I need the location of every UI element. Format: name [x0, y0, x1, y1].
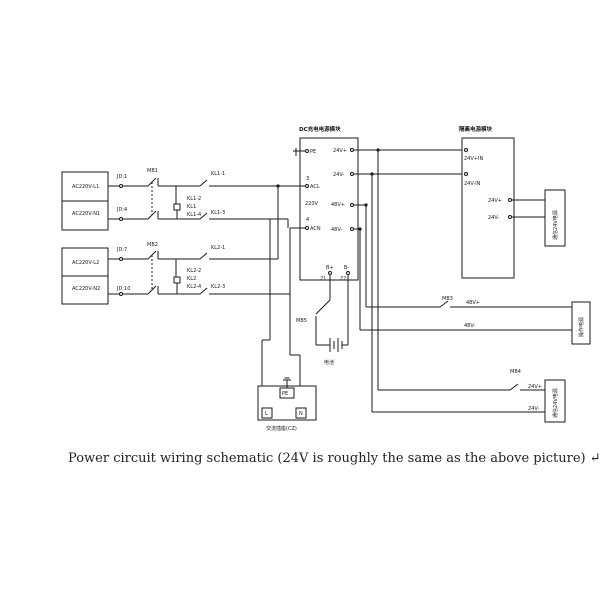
out-48v-plus-label: 48V+: [331, 202, 345, 208]
load-3-label: 通信24V电源: [552, 388, 559, 418]
pin-3-label: 3: [306, 176, 309, 182]
dc-output-wiring: [354, 148, 572, 413]
iso-24v-minus-label: 24V-: [488, 215, 499, 221]
jd-10-label: JD:10: [116, 286, 130, 292]
battery-label: 电池: [324, 359, 334, 366]
kl1-1-label: KL1-1: [211, 171, 225, 177]
ac-input-n2-label: AC220V-N2: [72, 286, 100, 292]
iso-module-label: 隔离电源模块: [459, 125, 493, 133]
input-channel-1: JD:1 JD:4 MB1 KL1-2 KL1 KL1-4 KL1-1 KL1-…: [108, 168, 300, 221]
kl1-3-label: KL1-3: [211, 210, 225, 216]
ac-bus-wiring: [261, 184, 301, 410]
kl2-label: KL2: [187, 276, 196, 282]
figure-caption: Power circuit wiring schematic (24V is r…: [68, 451, 600, 466]
dc-module-label: DC充电电源模块: [299, 125, 341, 133]
load-box-1: [544, 189, 566, 247]
jd-1-label: JD:1: [116, 174, 127, 180]
jd-4-label: JD:4: [116, 207, 127, 213]
pin-pe-label: PE: [310, 149, 316, 155]
ac-input-n1-label: AC220V-N1: [72, 211, 100, 217]
battery-branch: MB5 电池: [296, 275, 349, 366]
socket-l-label: L: [265, 411, 268, 417]
breaker-mb5-label: MB5: [296, 318, 307, 324]
dc-module-pins: PE 3 ACL 220V 4 ACN 24V+ 24V- 48V+ 48V- …: [293, 148, 354, 282]
jd-7-label: JD:7: [116, 247, 127, 253]
iso-24in-minus-label: 24V-IN: [464, 181, 481, 187]
kl2-2-label: KL2-2: [187, 268, 201, 274]
terminal-22-label: 22: [340, 276, 346, 282]
kl1-label: KL1: [187, 204, 196, 210]
out-48v-minus-label: 48V-: [331, 227, 342, 233]
mb4-24v-plus-label: 24V+: [528, 384, 542, 390]
socket-pe-label: PE: [282, 391, 288, 397]
ac-input-l1-label: AC220V-L1: [72, 184, 99, 190]
dc-charging-power-module: [299, 137, 359, 281]
kl2-1-label: KL2-1: [211, 245, 225, 251]
load-2-label: 操作电源: [578, 317, 585, 337]
kl2-3-label: KL2-3: [211, 284, 225, 290]
isolation-power-module: [461, 137, 515, 279]
power-circuit-wiring-schematic: .w { stroke: #1a1a1a; stroke-width: 1; f…: [61, 125, 591, 432]
breaker-mb1-label: MB1: [147, 168, 158, 174]
pin-acn-label: ACN: [310, 226, 321, 232]
pin-acl-label: ACL: [310, 184, 320, 190]
iso-module-pins: 24V+IN 24V-IN 24V+ 24V-: [464, 148, 545, 221]
ac-socket-label: 交流插座(CZ): [266, 425, 297, 432]
bminus-label: B-: [344, 265, 349, 271]
socket-n-label: N: [299, 411, 303, 417]
input-channel-2: JD:7 JD:10 MB2 KL2-2 KL2 KL2-4 KL2-1 KL2…: [108, 242, 290, 296]
kl2-4-label: KL2-4: [187, 284, 201, 290]
iso-24in-plus-label: 24V+IN: [464, 156, 483, 162]
out-24v-minus-label: 24V-: [333, 172, 344, 178]
breaker-mb3-label: MB3: [442, 296, 453, 302]
load-box-2: [571, 301, 591, 345]
terminal-21-label: 21: [320, 276, 326, 282]
ac-input-l2-label: AC220V-L2: [72, 260, 99, 266]
mb3-48v-plus-label: 48V+: [466, 300, 480, 306]
kl1-4-label: KL1-4: [187, 212, 201, 218]
iso-24v-plus-label: 24V+: [488, 198, 502, 204]
pin-220v-label: 220V: [305, 201, 319, 207]
bplus-label: B+: [326, 265, 334, 271]
load-box-3: [544, 379, 566, 423]
out-24v-plus-label: 24V+: [333, 148, 347, 154]
load-1-label: 通信24V电源: [552, 210, 559, 240]
socket-ground-icon: [283, 377, 291, 388]
kl1-2-label: KL1-2: [187, 196, 201, 202]
breaker-mb4-label: MB4: [510, 369, 521, 375]
breaker-mb2-label: MB2: [147, 242, 158, 248]
mb4-24v-minus-label: 24V-: [528, 406, 539, 412]
mb3-branch: MB3 48V+ 48V-: [439, 296, 572, 329]
pin-4-label: 4: [306, 217, 309, 223]
mb4-branch: MB4 24V+ 24V-: [509, 369, 545, 412]
mb3-48v-minus-label: 48V-: [464, 323, 475, 329]
